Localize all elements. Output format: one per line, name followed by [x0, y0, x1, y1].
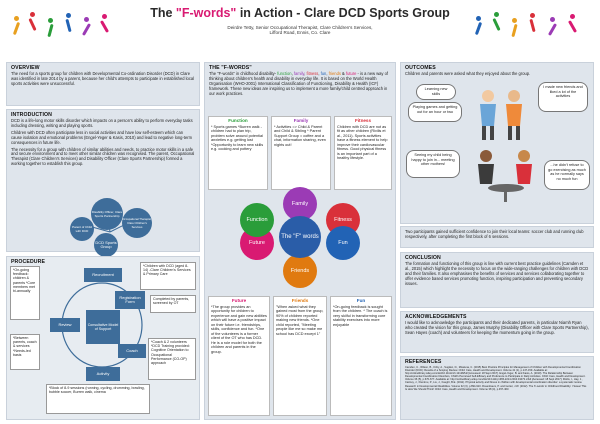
introduction-heading: INTRODUCTION	[11, 112, 52, 118]
procedure-note-recruitment: *Children with DCD (aged 8-14) -Clare Ch…	[140, 262, 196, 290]
outcome-bubble-friends: I made new friends and liked a lot of th…	[538, 82, 588, 112]
fwords-wheel-function: Function	[240, 203, 274, 237]
outcomes-illustration-children	[480, 90, 522, 140]
intro-node-occupational-therapist: Occupational Therapist, Clare Children's…	[122, 208, 152, 238]
procedure-note-registration: Completed by parents, screened by OT	[150, 295, 196, 313]
procedure-step-review: Review	[50, 318, 80, 332]
procedure-step-recruitment: Recruitment	[84, 268, 122, 282]
procedure-step-registration: Registration Form	[115, 291, 145, 309]
procedure-heading: PROCEDURE	[11, 259, 46, 265]
overview-panel: OVERVIEW The need for a sports group for…	[6, 62, 200, 106]
fwords-wheel-family: Family	[283, 187, 317, 221]
procedure-step-activity: Activity	[86, 367, 120, 381]
header-figures-left	[8, 8, 128, 48]
intro-paragraph-2: Children with DCD often participate less…	[11, 129, 192, 145]
acknowledgements-heading: ACKNOWLEDGEMENTS	[405, 314, 467, 320]
intro-node-disability-officer: Disability Officer, Clare Sports Partner…	[91, 198, 123, 230]
fword-box-friends: Friends"When asked what they gained most…	[273, 296, 327, 416]
fwords-wheel-center: The "F" words	[279, 216, 321, 258]
fwords-heading: THE "F-WORDS"	[209, 65, 252, 71]
procedure-center: Consultative Model of Support	[86, 310, 120, 344]
conclusion-panel: CONCLUSION The formation and functioning…	[400, 252, 594, 308]
conclusion-heading: CONCLUSION	[405, 255, 441, 261]
intro-paragraph-3: The necessity for a group with children …	[11, 146, 195, 167]
intro-paragraph-1: DCD is a life-long motor skills disorder…	[11, 118, 193, 128]
poster-subtitle: Deirdre Tetty, Senior Occupational Thera…	[227, 25, 373, 36]
procedure-note-between: *Between parents, coach & services *Need…	[10, 334, 40, 370]
fword-box-future: Future*The group provides an opportunity…	[208, 296, 270, 416]
fwords-wheel-friends: Friends	[283, 254, 317, 288]
acknowledgements-panel: ACKNOWLEDGEMENTS I would like to acknowl…	[400, 311, 594, 353]
poster-title: The "F-words" in Action - Clare DCD Spor…	[150, 6, 450, 20]
outcomes-summary-panel: Two participants gained sufficient confi…	[400, 226, 594, 248]
intro-node-parent: Parent of Child with DCD	[70, 217, 94, 241]
intro-node-dcd-sports-group: DCD Sports Group	[94, 233, 118, 257]
outcomes-summary: Two participants gained sufficient confi…	[405, 229, 584, 239]
fword-box-fun: Fun*On-going feedback is sought from the…	[330, 296, 392, 416]
outcome-bubble-exercise: ...he didn't refuse to go exercising as …	[544, 160, 590, 190]
overview-text: The need for a sports group for children…	[11, 71, 195, 86]
procedure-note-coach: *Coach & 2 volunteers *DCD Training prov…	[148, 338, 196, 380]
procedure-note-activity: *Block of 8-9 sessions (running, cycling…	[46, 384, 150, 414]
references-heading: REFERENCES	[405, 359, 442, 365]
outcome-bubble-learning: Learning new skills	[416, 84, 456, 100]
outcome-bubble-happy: Seeing my child being happy to join in..…	[406, 150, 460, 178]
outcomes-heading: OUTCOMES	[405, 65, 436, 71]
procedure-note-feedback: *On-going feedback: children & parents *…	[10, 266, 40, 320]
fwords-wheel-fun: Fun	[326, 226, 360, 260]
references-panel: REFERENCES Camden, C., Wilson, B., Kirby…	[400, 356, 594, 420]
fword-box-function: Function* Sports games *Burren walk - ch…	[208, 116, 268, 190]
references-text: Camden, C., Wilson, B., Kirby, A., Sugde…	[405, 366, 587, 391]
header-figures-right	[470, 8, 594, 48]
outcome-bubble-playing: Playing games and getting out for an hou…	[408, 102, 462, 122]
outcomes-illustration-parents	[478, 150, 532, 202]
overview-heading: OVERVIEW	[11, 65, 40, 71]
procedure-step-coach: Coach	[118, 344, 146, 358]
outcomes-text: Children and parents were asked what the…	[405, 71, 531, 76]
fwords-intro: The "F-words" in childhood disability- f…	[209, 71, 389, 96]
conclusion-text: The formation and functioning of this gr…	[405, 261, 589, 286]
acknowledgements-text: I would like to acknowledge the particip…	[405, 320, 589, 335]
fword-box-family: Family* Activities => Child & Parent and…	[271, 116, 331, 190]
